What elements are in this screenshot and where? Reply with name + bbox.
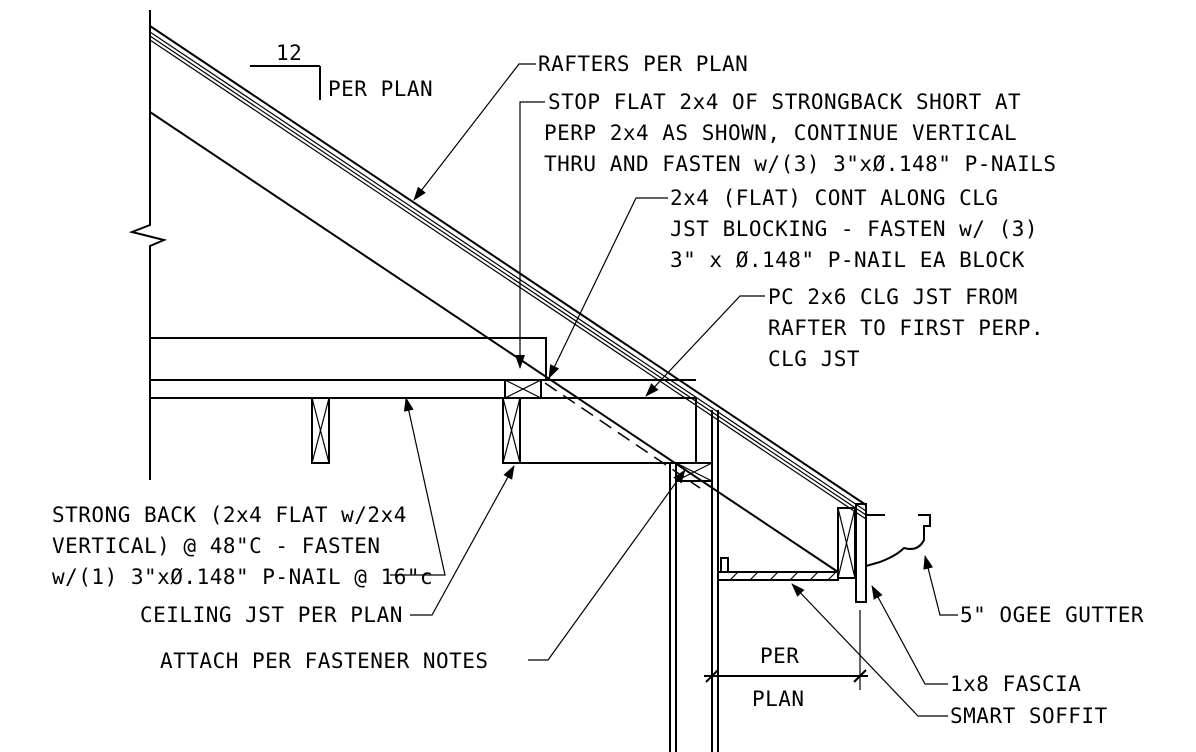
note-pc-joist-line-3: CLG JST (768, 347, 860, 371)
leader-rafters (413, 63, 536, 201)
soffit-panel (717, 557, 839, 581)
note-pc-joist-line-2: RAFTER TO FIRST PERP. (768, 316, 1044, 340)
slope-run-label: 12 (276, 41, 302, 65)
exterior-wall (669, 410, 719, 752)
overhang-dimension: PER PLAN (704, 610, 868, 711)
slope-rise-label: PER PLAN (328, 77, 433, 101)
note-gutter: 5" OGEE GUTTER (960, 603, 1144, 627)
slope-indicator: 12 PER PLAN (250, 41, 433, 101)
joist-block-left (311, 397, 330, 464)
top-plate-block (675, 462, 713, 482)
dimension-bottom-label: PLAN (752, 687, 805, 711)
perp-2x4-block (504, 379, 542, 399)
leader-blocking (548, 197, 668, 379)
ceiling-joist-block (502, 397, 521, 464)
wall-break-line (128, 10, 168, 480)
leader-gutter (923, 555, 958, 616)
leader-ceiling-joist (410, 465, 515, 616)
strongback-framing (149, 337, 697, 464)
dimension-top-label: PER (760, 644, 799, 668)
fascia-board (855, 503, 867, 603)
note-ceiling-joist: CEILING JST PER PLAN (140, 603, 403, 627)
note-stop-flat-line-3: THRU AND FASTEN w/(3) 3"xØ.148" P-NAILS (544, 152, 1057, 176)
ogee-gutter-shape (865, 514, 931, 567)
leader-pc-joist (645, 295, 765, 397)
leaders (390, 63, 958, 717)
roof-rafter (149, 25, 867, 573)
note-stop-flat-line-2: PERP 2x4 AS SHOWN, CONTINUE VERTICAL (544, 121, 1017, 145)
note-fascia: 1x8 FASCIA (950, 672, 1081, 696)
annotation-notes: RAFTERS PER PLAN STOP FLAT 2x4 OF STRONG… (52, 52, 1144, 728)
note-soffit: SMART SOFFIT (950, 704, 1108, 728)
leader-soffit (791, 583, 948, 717)
note-stop-flat-line-1: STOP FLAT 2x4 OF STRONGBACK SHORT AT (548, 90, 1021, 114)
leader-fascia (871, 585, 948, 685)
leader-stop-flat (515, 101, 545, 369)
note-attach: ATTACH PER FASTENER NOTES (160, 649, 489, 673)
note-strong-back-line-2: VERTICAL) @ 48"C - FASTEN (52, 534, 381, 558)
note-blocking-line-1: 2x4 (FLAT) CONT ALONG CLG (670, 186, 999, 210)
leader-strong-back (390, 397, 446, 576)
note-strong-back-line-3: w/(1) 3"xØ.148" P-NAIL @ 16"c (52, 565, 433, 589)
note-rafters: RAFTERS PER PLAN (538, 52, 748, 76)
note-pc-joist-line-1: PC 2x6 CLG JST FROM (768, 285, 1018, 309)
leader-attach (528, 469, 686, 661)
note-blocking-line-3: 3" x Ø.148" P-NAIL EA BLOCK (670, 248, 1025, 272)
note-strong-back-line-1: STRONG BACK (2x4 FLAT w/2x4 (52, 503, 407, 527)
sub-fascia (837, 507, 856, 579)
note-blocking-line-2: JST BLOCKING - FASTEN w/ (3) (670, 217, 1038, 241)
